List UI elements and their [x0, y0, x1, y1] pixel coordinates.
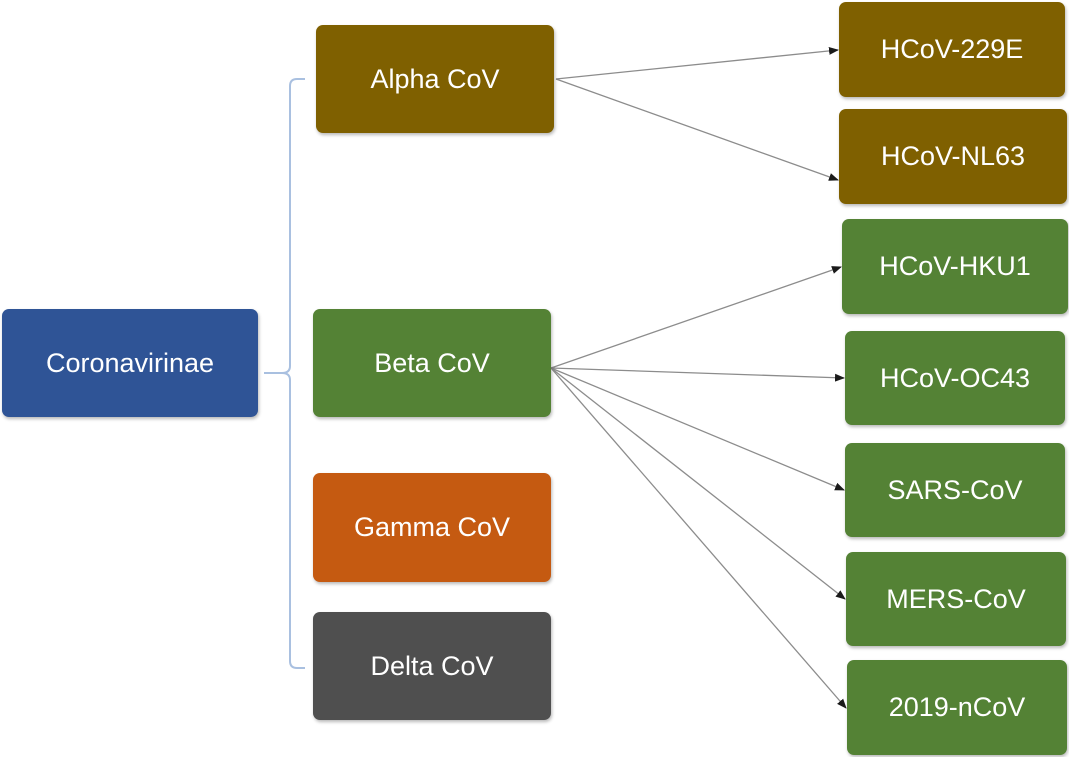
node-label: Delta CoV: [370, 650, 494, 681]
node-label: Gamma CoV: [353, 512, 511, 542]
node-label: SARS-CoV: [887, 474, 1023, 505]
node-label: Alpha CoV: [370, 63, 500, 94]
taxonomy-bracket: [264, 78, 305, 669]
arrow-alpha-to-229e: [555, 46, 839, 80]
node-label: MERS-CoV: [886, 583, 1026, 614]
node-delta-cov: Delta CoV: [313, 612, 551, 720]
node-label: Coronavirinae: [45, 347, 215, 378]
node-label: Beta CoV: [374, 347, 490, 378]
node-mers-cov: MERS-CoV: [846, 552, 1066, 646]
node-hcov-oc43: HCoV-OC43: [845, 331, 1065, 425]
node-beta-cov: Beta CoV: [313, 309, 551, 417]
arrow-beta-to-oc43: [550, 367, 845, 382]
node-label: HCoV-OC43: [879, 362, 1031, 393]
node-label: HCoV-NL63: [880, 141, 1026, 171]
node-2019-ncov: 2019-nCoV: [847, 660, 1067, 755]
arrow-beta-to-mers: [550, 367, 846, 600]
node-hcov-nl63: HCoV-NL63: [839, 109, 1067, 204]
arrow-alpha-to-nl63: [555, 78, 839, 181]
node-coronavirinae: Coronavirinae: [2, 309, 258, 417]
node-gamma-cov: Gamma CoV: [313, 473, 551, 582]
node-hcov-hku1: HCoV-HKU1: [842, 219, 1068, 314]
node-alpha-cov: Alpha CoV: [316, 25, 554, 133]
node-label: HCoV-229E: [880, 34, 1024, 64]
node-label: 2019-nCoV: [888, 692, 1026, 722]
node-sars-cov: SARS-CoV: [845, 443, 1065, 537]
arrow-beta-to-ncov: [550, 367, 847, 709]
node-hcov-229e: HCoV-229E: [839, 2, 1065, 97]
arrow-beta-to-hku1: [550, 266, 842, 369]
node-label: HCoV-HKU1: [879, 251, 1031, 281]
arrow-beta-to-sars: [550, 367, 845, 491]
